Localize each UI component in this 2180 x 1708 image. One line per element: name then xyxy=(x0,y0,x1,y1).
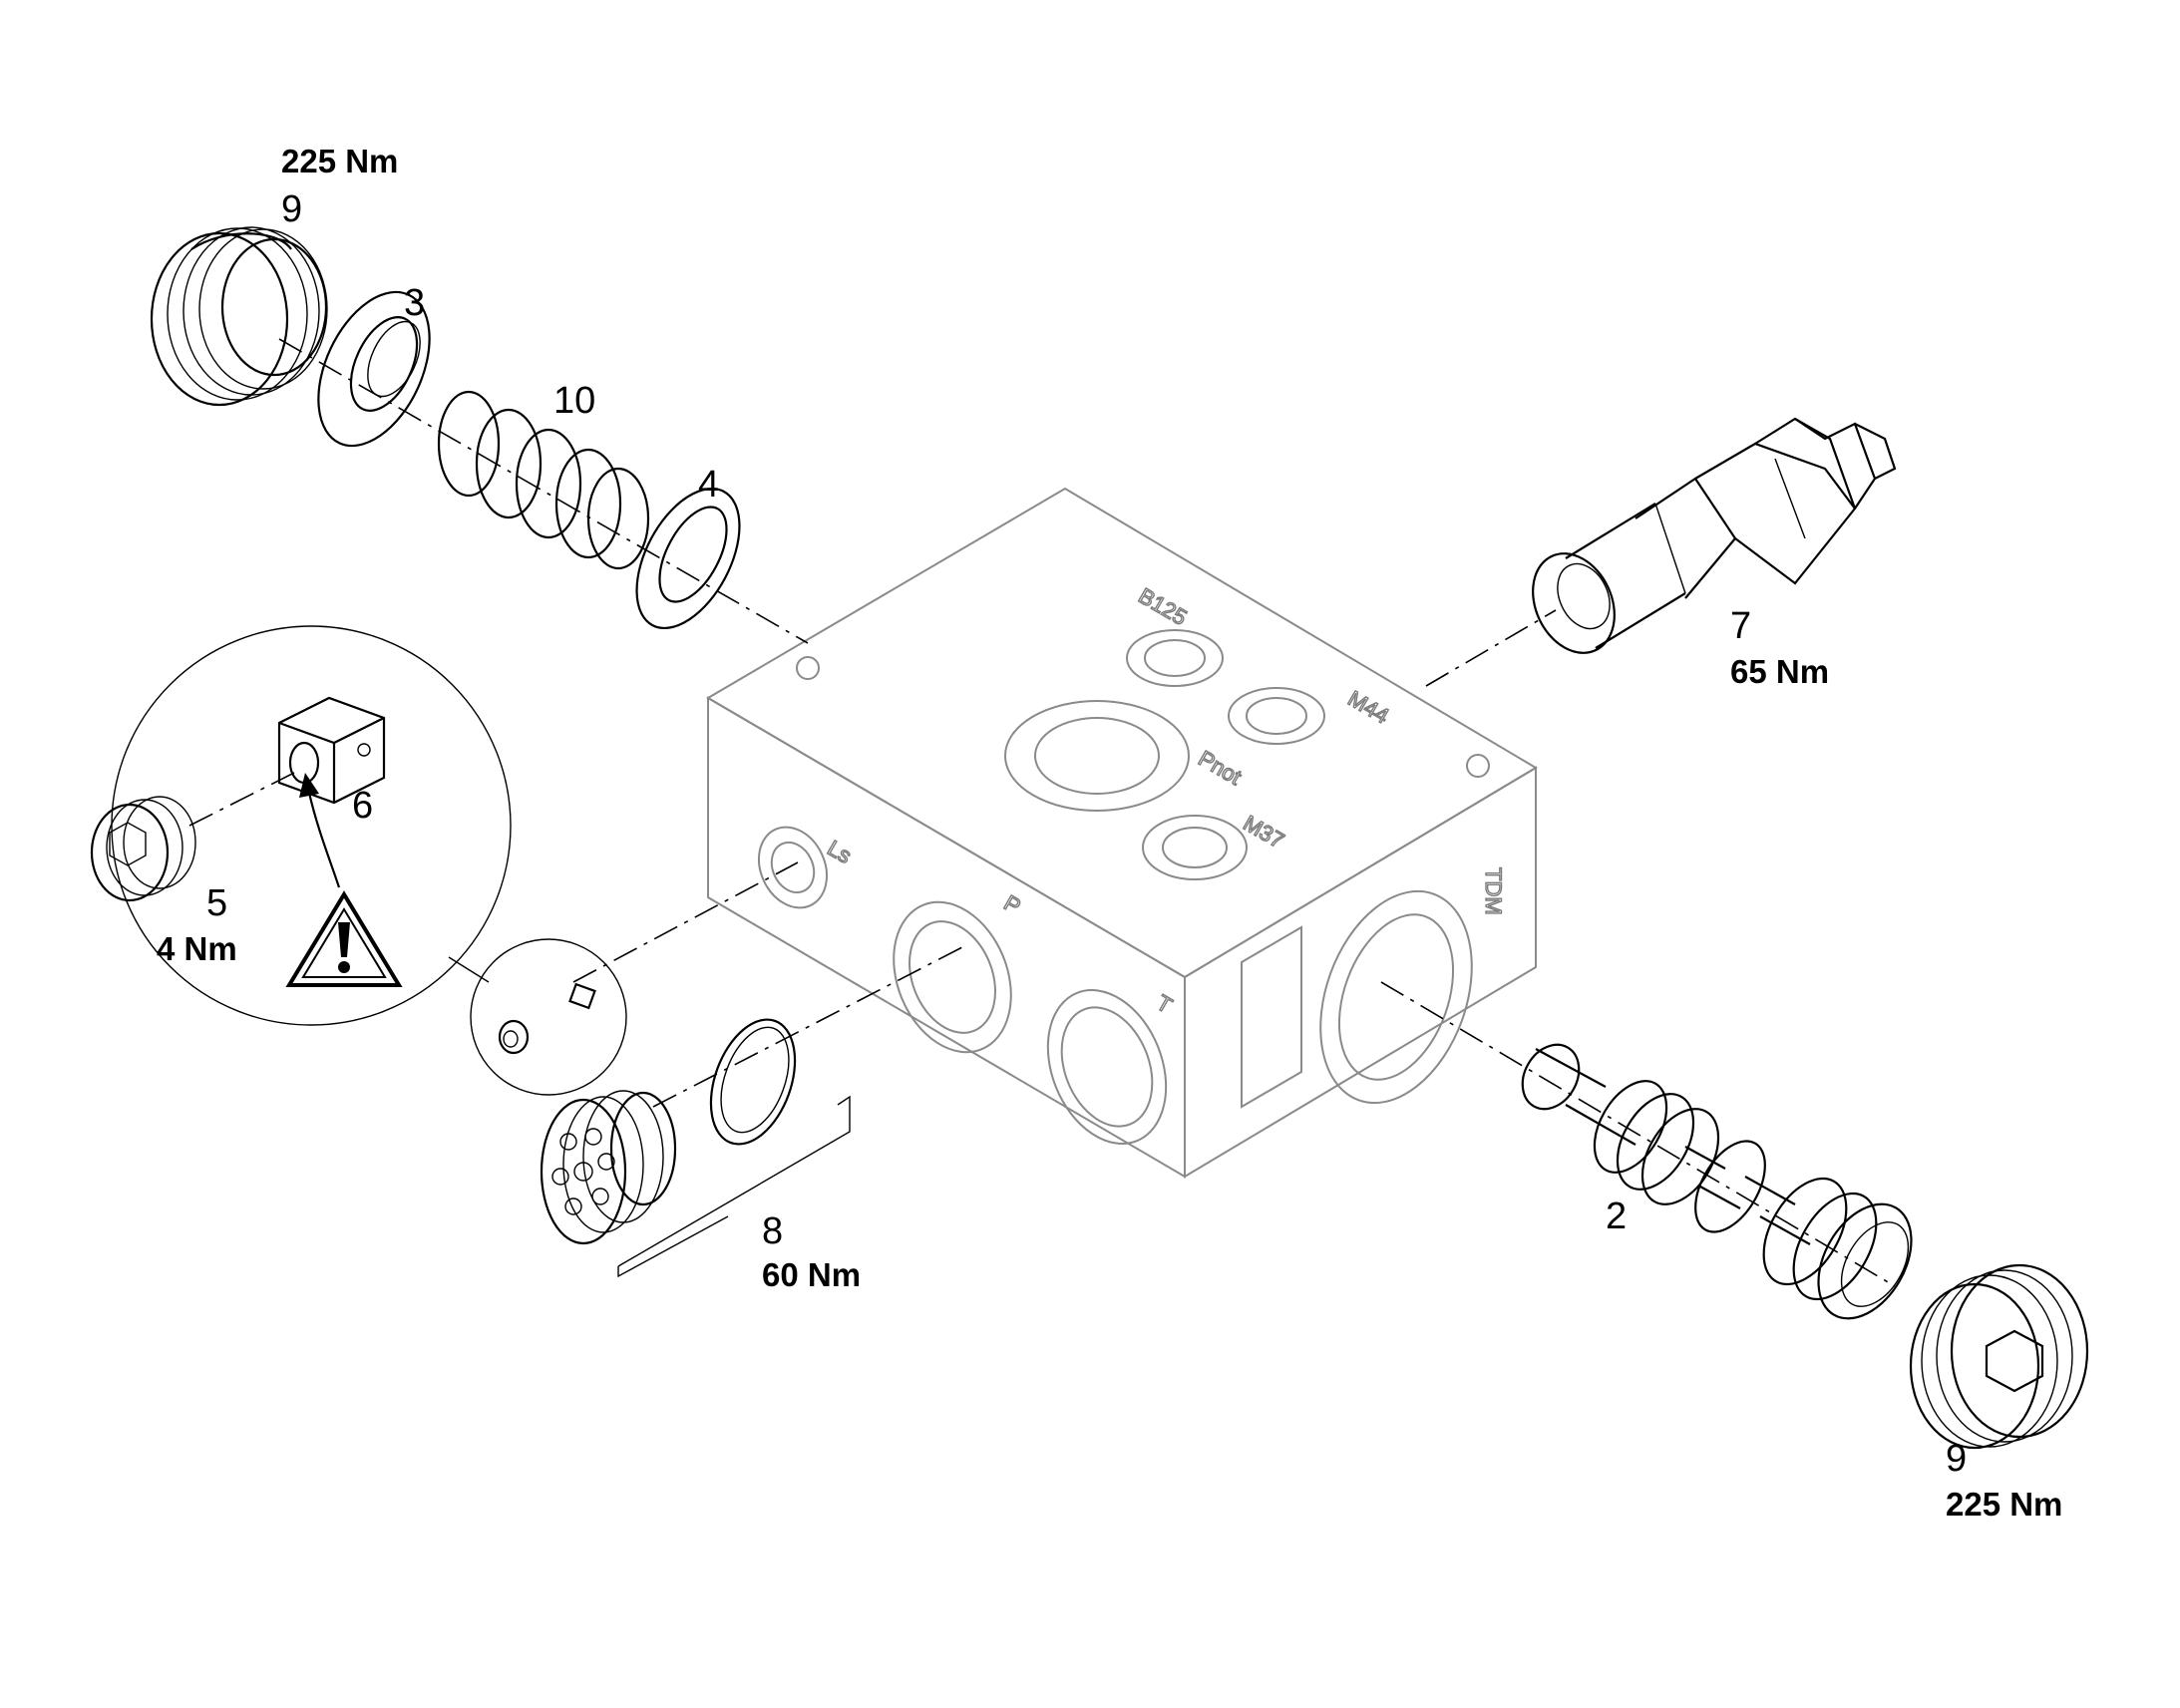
axis-lines xyxy=(278,338,1896,1287)
washer-flat-number: 4 xyxy=(698,464,719,506)
port-b125-label: B125 xyxy=(1135,583,1192,630)
relief-valve-torque: 65 Nm xyxy=(1730,653,1829,690)
relief-valve xyxy=(1532,417,1897,654)
filter-insert-torque: 60 Nm xyxy=(762,1256,861,1293)
valve-block: B125 M44 Pnot M37 Ls P T TDM xyxy=(706,487,1538,1179)
plug-bottom-torque: 225 Nm xyxy=(1946,1486,2062,1523)
relief-valve-number: 7 xyxy=(1730,605,1751,647)
plug-bottom-number: 9 xyxy=(1946,1438,1967,1480)
washer-flat xyxy=(635,487,741,630)
detail-plug-torque: 4 Nm xyxy=(157,930,237,967)
spool-number: 2 xyxy=(1606,1196,1627,1237)
plug-top-number: 9 xyxy=(281,188,302,230)
port-t-label: T xyxy=(1153,990,1177,1018)
plug-top-torque: 225 Nm xyxy=(281,143,398,179)
plug-top xyxy=(150,226,328,407)
detail-callout xyxy=(90,625,627,1096)
filter-insert-number: 8 xyxy=(762,1210,783,1252)
port-tdm-label: TDM xyxy=(1481,867,1506,915)
port-ls-label: Ls xyxy=(824,836,857,868)
spring xyxy=(437,390,650,570)
plug-bottom xyxy=(1909,1263,2089,1450)
washer-cup-number: 3 xyxy=(404,282,425,324)
port-p-label: P xyxy=(1000,890,1025,919)
washer-cup xyxy=(317,290,431,448)
port-m44-label: M44 xyxy=(1344,686,1394,729)
labels: 225 Nm 9 3 10 4 7 65 Nm 6 5 4 Nm 2 8 60 … xyxy=(157,143,2062,1523)
spring-number: 10 xyxy=(553,380,595,422)
port-pnot-label: Pnot xyxy=(1195,746,1247,790)
spool xyxy=(1521,1043,1913,1320)
filter-insert xyxy=(540,1018,851,1278)
warning-triangle-icon xyxy=(285,890,403,987)
detail-plug-number: 5 xyxy=(206,882,227,924)
detail-nut-number: 6 xyxy=(352,785,373,827)
